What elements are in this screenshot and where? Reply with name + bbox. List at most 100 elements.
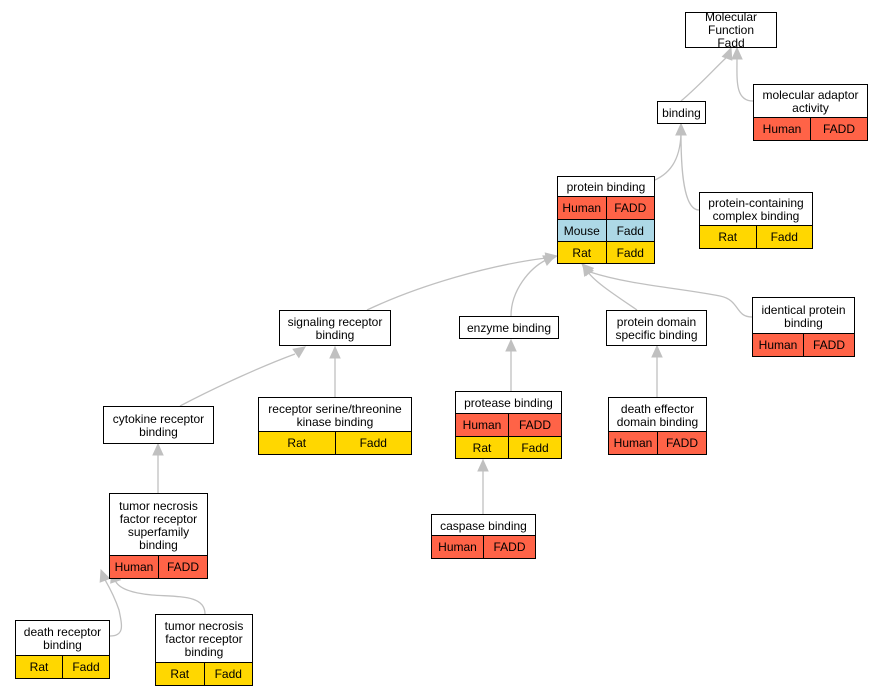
node-title-line: factor receptor xyxy=(119,511,198,526)
arrowhead xyxy=(477,458,489,472)
species-cell: Human xyxy=(114,560,154,574)
node-enzyme-binding[interactable]: enzyme binding xyxy=(459,316,559,339)
annotation-rows: Rat Fadd xyxy=(700,225,812,248)
species-cell: Human xyxy=(438,540,477,554)
species-cell: Mouse xyxy=(563,223,600,238)
gene-cell: FADD xyxy=(158,556,207,578)
node-title-line: protein-containing xyxy=(708,196,804,210)
node-title-line: protein domain xyxy=(616,314,697,329)
species-cell: Rat xyxy=(287,436,307,450)
gene-cell: Fadd xyxy=(755,226,813,248)
species-cell: Human xyxy=(762,122,802,136)
node-title-line: binding xyxy=(315,327,355,342)
gene-cell: FADD xyxy=(810,118,867,140)
annotation-rows: Rat Fadd xyxy=(259,431,411,454)
species-cell: Rat xyxy=(170,667,190,681)
node-title: binding xyxy=(658,102,705,124)
node-title-line: caspase binding xyxy=(440,518,527,533)
edge-protein-binding-to-binding xyxy=(649,133,682,183)
gene-cell: FADD xyxy=(605,197,655,219)
edge-molecular-adaptor-activity-to-molecular-function xyxy=(736,57,754,102)
node-title-line: receptor serine/threonine xyxy=(268,401,402,416)
node-title: protein binding xyxy=(558,177,654,198)
species-cell: Rat xyxy=(572,245,592,260)
species-cell: Human xyxy=(758,338,798,352)
node-title: enzyme binding xyxy=(460,317,558,339)
node-title-line: signaling receptor xyxy=(287,314,383,329)
annotation-row-human: Human FADD xyxy=(754,118,867,140)
species-cell: Rat xyxy=(29,660,49,674)
arrowhead xyxy=(329,345,341,359)
node-title-line: protease binding xyxy=(464,396,553,410)
node-title-line: death receptor xyxy=(23,625,102,639)
edge-identical-protein-binding-to-protein-binding xyxy=(589,271,753,318)
edge-tnf-receptor-binding-to-tnf-receptor-superfamily-binding xyxy=(114,579,206,615)
node-title-line: tumor necrosis xyxy=(119,498,198,513)
edge-enzyme-binding-to-protein-binding xyxy=(510,259,547,317)
node-title-line: molecular adaptor xyxy=(762,88,859,102)
species-cell: Human xyxy=(562,201,602,215)
node-title-line: factor receptor xyxy=(165,632,243,646)
annotation-row-rat: Rat Fadd xyxy=(156,663,252,685)
gene-cell: Fadd xyxy=(203,663,253,685)
node-title-line: binding xyxy=(139,537,178,552)
node-title-line: protein binding xyxy=(566,180,646,194)
edge-binding-to-molecular-function xyxy=(680,55,729,102)
annotation-row-rat: Rat Fadd xyxy=(700,226,812,248)
node-title-line: domain binding xyxy=(616,414,699,429)
arrowhead xyxy=(581,263,595,277)
node-title-line: specific binding xyxy=(615,327,698,342)
annotation-rows: Human FADD xyxy=(754,117,867,140)
node-title: caspase binding xyxy=(432,515,535,537)
edge-protein-domain-specific-binding-to-protein-binding xyxy=(587,271,638,311)
gene-cell: Fadd xyxy=(605,220,655,241)
node-title-line: binding xyxy=(43,638,82,652)
arrowhead xyxy=(505,338,517,352)
annotation-rows: Rat Fadd xyxy=(156,662,252,685)
node-title-line: superfamily xyxy=(127,524,190,539)
node-binding[interactable]: binding xyxy=(657,101,706,124)
node-title-line: binding xyxy=(784,315,823,330)
species-cell: Rat xyxy=(718,230,738,244)
arrowhead xyxy=(99,568,111,583)
annotation-row-rat: Rat Fadd xyxy=(259,432,411,454)
arrowhead xyxy=(152,442,164,456)
gene-cell: Fadd xyxy=(334,432,412,454)
node-title-line: cytokine receptor xyxy=(112,411,205,426)
node-title: protease binding xyxy=(456,392,561,415)
species-cell: Human xyxy=(613,436,653,450)
gene-cell: Fadd xyxy=(508,437,561,458)
